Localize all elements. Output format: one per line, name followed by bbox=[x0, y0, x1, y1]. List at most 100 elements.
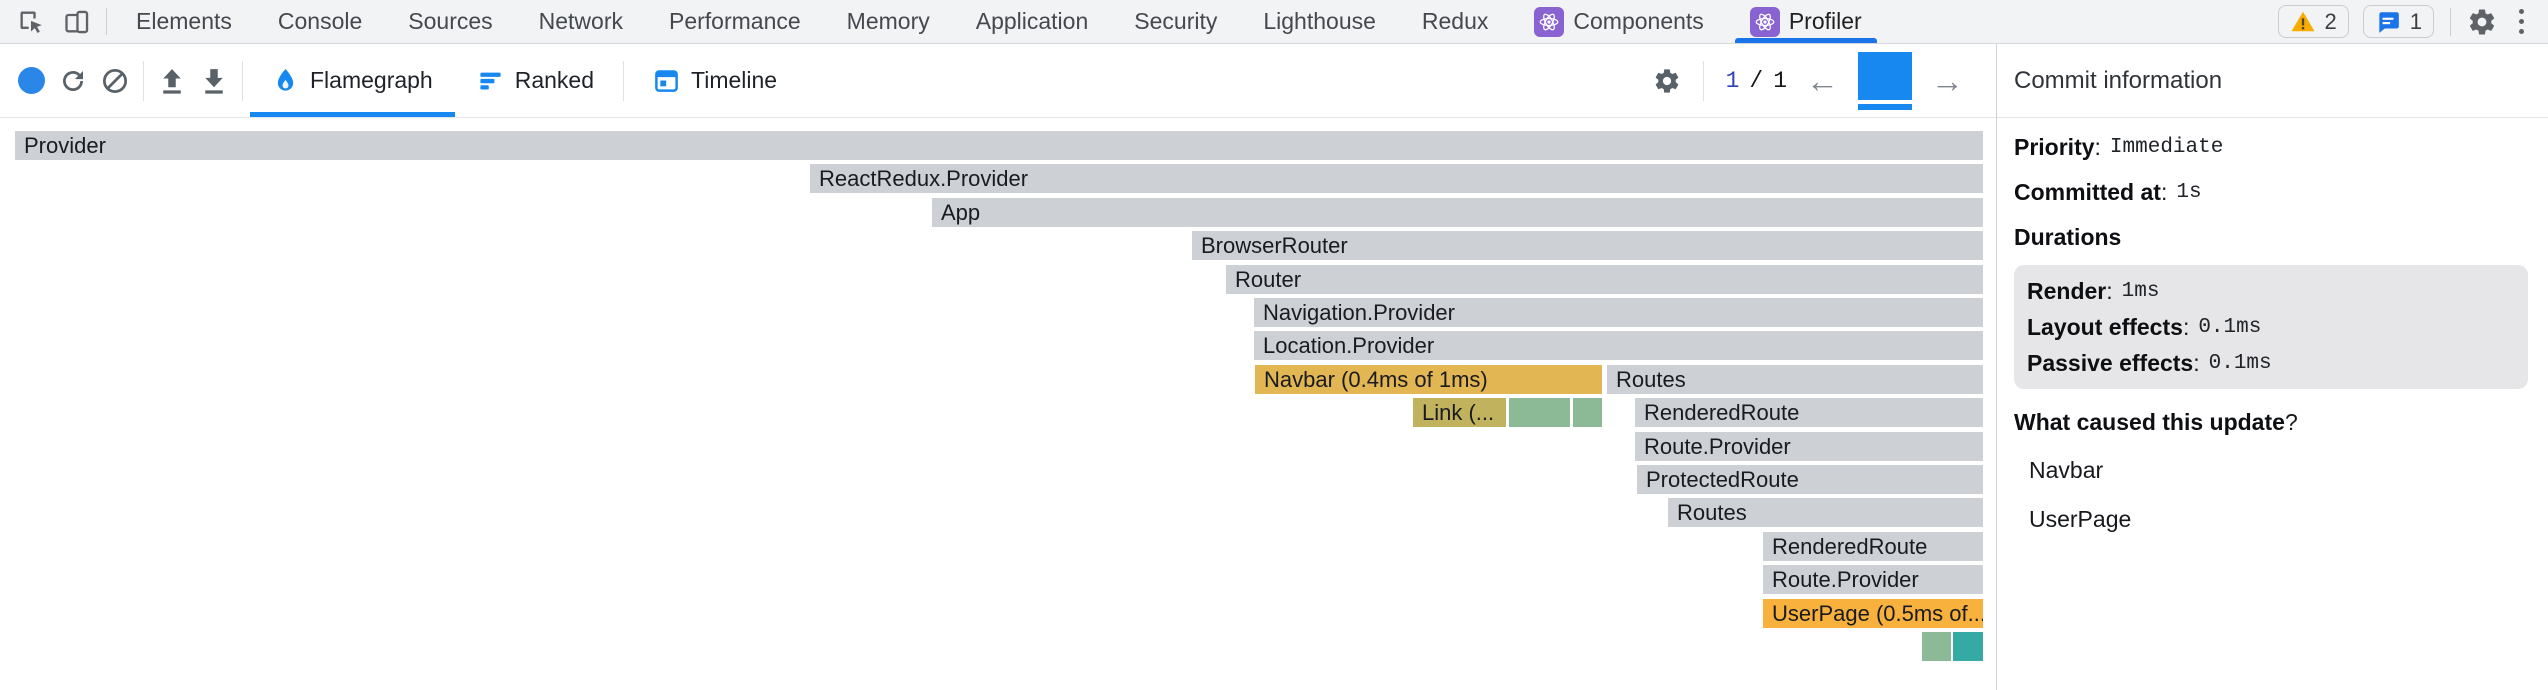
priority-value: Immediate bbox=[2109, 135, 2224, 159]
flame-bar-protectedroute[interactable]: ProtectedRoute bbox=[1637, 465, 1983, 494]
priority-row: Priority: Immediate bbox=[2014, 133, 2224, 160]
device-toolbar-icon bbox=[65, 10, 89, 33]
flame-bar-location.provider[interactable]: Location.Provider bbox=[1254, 331, 1983, 360]
flame-bar-routes[interactable]: Routes bbox=[1607, 365, 1983, 394]
tab-label: Performance bbox=[669, 8, 801, 34]
profiler-left-column: Flamegraph Ranked bbox=[0, 44, 1996, 690]
tab-label: Redux bbox=[1421, 8, 1489, 34]
flame-bar-provider[interactable]: Provider bbox=[15, 131, 1983, 160]
toolbar-separator bbox=[1702, 60, 1704, 101]
commit-info-title: Commit information bbox=[1997, 44, 2548, 118]
next-commit-button[interactable]: → bbox=[1931, 62, 1964, 99]
flame-bar-userpage[interactable]: UserPage (0.5ms of... bbox=[1763, 599, 1983, 628]
toggle-device-toolbar-button[interactable] bbox=[54, 0, 100, 43]
tab-performance[interactable]: Performance bbox=[646, 0, 824, 43]
flame-bar-reactredux.provider[interactable]: ReactRedux.Provider bbox=[810, 164, 1983, 193]
devtools-menu-button[interactable] bbox=[2511, 9, 2532, 34]
toolbar-separator bbox=[623, 60, 625, 101]
tab-lighthouse[interactable]: Lighthouse bbox=[1240, 0, 1399, 43]
tab-redux[interactable]: Redux bbox=[1399, 0, 1511, 43]
flame-bar-route.provider[interactable]: Route.Provider bbox=[1763, 565, 1983, 594]
upload-icon bbox=[163, 68, 181, 94]
tab-timeline-label: Timeline bbox=[691, 67, 778, 93]
tab-label: Network bbox=[538, 8, 623, 34]
committed-at-row: Committed at: 1s bbox=[2014, 178, 2202, 205]
causes-heading: What caused this update? bbox=[2014, 408, 2298, 435]
flame-bar[interactable] bbox=[1953, 632, 1983, 661]
tab-network[interactable]: Network bbox=[516, 0, 646, 43]
flame-bar-link[interactable]: Link (... bbox=[1413, 398, 1506, 427]
reload-icon bbox=[63, 70, 83, 91]
flame-bar[interactable] bbox=[1573, 398, 1602, 427]
layout-effects-label: Layout effects bbox=[2027, 313, 2183, 340]
tabbar-separator bbox=[2450, 7, 2451, 36]
commit-bar-strip bbox=[1858, 103, 1912, 110]
flame-bar-renderedroute[interactable]: RenderedRoute bbox=[1763, 532, 1983, 561]
cause-item-navbar[interactable]: Navbar bbox=[2029, 456, 2104, 483]
tab-profiler[interactable]: Profiler bbox=[1727, 0, 1885, 43]
tab-label: Elements bbox=[136, 8, 232, 34]
pagination-separator: / bbox=[1749, 67, 1764, 94]
current-commit-number: 1 bbox=[1725, 67, 1740, 94]
tab-ranked[interactable]: Ranked bbox=[455, 44, 616, 117]
kebab-dot bbox=[2519, 29, 2524, 34]
tab-elements[interactable]: Elements bbox=[113, 0, 255, 43]
issues-badge[interactable]: 1 bbox=[2362, 5, 2434, 38]
tab-label: Application bbox=[975, 8, 1089, 34]
download-icon bbox=[205, 68, 223, 94]
commit-bar-block bbox=[1858, 51, 1912, 100]
committed-at-label: Committed at bbox=[2014, 178, 2161, 205]
tabbar-right-controls: 2 1 bbox=[2277, 0, 2548, 43]
flame-bar-app[interactable]: App bbox=[932, 198, 1983, 227]
tab-memory[interactable]: Memory bbox=[824, 0, 953, 43]
tab-label: Components bbox=[1573, 8, 1704, 34]
issues-count: 1 bbox=[2409, 8, 2422, 34]
profiler-toolbar: Flamegraph Ranked bbox=[0, 44, 1996, 118]
react-logo-icon bbox=[1534, 6, 1565, 37]
load-profile-button[interactable] bbox=[151, 51, 193, 111]
passive-effects-row: Passive effects: 0.1ms bbox=[2027, 349, 2272, 376]
layout-effects-row: Layout effects: 0.1ms bbox=[2027, 313, 2262, 340]
cause-item-userpage[interactable]: UserPage bbox=[2029, 505, 2132, 532]
flame-bar[interactable] bbox=[1922, 632, 1951, 661]
flame-icon bbox=[277, 69, 294, 91]
previous-commit-button[interactable]: ← bbox=[1806, 62, 1839, 99]
tab-application[interactable]: Application bbox=[953, 0, 1112, 43]
reload-and-profile-button[interactable] bbox=[52, 51, 94, 111]
render-label: Render bbox=[2027, 277, 2107, 304]
tab-components[interactable]: Components bbox=[1511, 0, 1726, 43]
tab-label: Lighthouse bbox=[1263, 8, 1376, 34]
tabbar-separator bbox=[106, 8, 107, 35]
record-icon bbox=[17, 67, 45, 94]
tab-sources[interactable]: Sources bbox=[385, 0, 515, 43]
record-profiling-button[interactable] bbox=[10, 51, 52, 111]
tab-timeline[interactable]: Timeline bbox=[631, 44, 799, 117]
tab-flamegraph[interactable]: Flamegraph bbox=[250, 44, 455, 117]
commit-selector-bar[interactable] bbox=[1858, 51, 1912, 110]
flame-bar[interactable] bbox=[1509, 398, 1570, 427]
react-logo-icon bbox=[1749, 6, 1780, 37]
profiler-content: Flamegraph Ranked bbox=[0, 44, 2548, 690]
flame-bar-route.provider[interactable]: Route.Provider bbox=[1635, 432, 1983, 461]
warnings-badge[interactable]: 2 bbox=[2277, 5, 2349, 38]
flame-bar-routes[interactable]: Routes bbox=[1668, 498, 1983, 527]
commit-pagination: 1 / 1 bbox=[1726, 68, 1787, 94]
flame-bar-browserrouter[interactable]: BrowserRouter bbox=[1192, 231, 1983, 260]
profiler-settings-button[interactable] bbox=[1653, 67, 1681, 95]
tab-console[interactable]: Console bbox=[255, 0, 385, 43]
clear-profiling-data-button[interactable] bbox=[94, 51, 136, 111]
timeline-icon bbox=[655, 70, 678, 92]
flame-bar-renderedroute[interactable]: RenderedRoute bbox=[1635, 398, 1983, 427]
devtools-settings-button[interactable] bbox=[2467, 7, 2497, 37]
save-profile-button[interactable] bbox=[193, 51, 235, 111]
ranked-bars-icon bbox=[480, 72, 501, 90]
toolbar-separator bbox=[242, 60, 243, 101]
flame-bar-navbar[interactable]: Navbar (0.4ms of 1ms) bbox=[1255, 365, 1602, 394]
tab-security[interactable]: Security bbox=[1111, 0, 1240, 43]
flame-bar-navigation.provider[interactable]: Navigation.Provider bbox=[1254, 298, 1983, 327]
inspect-element-button[interactable] bbox=[8, 0, 54, 43]
flame-bar-router[interactable]: Router bbox=[1226, 265, 1983, 294]
